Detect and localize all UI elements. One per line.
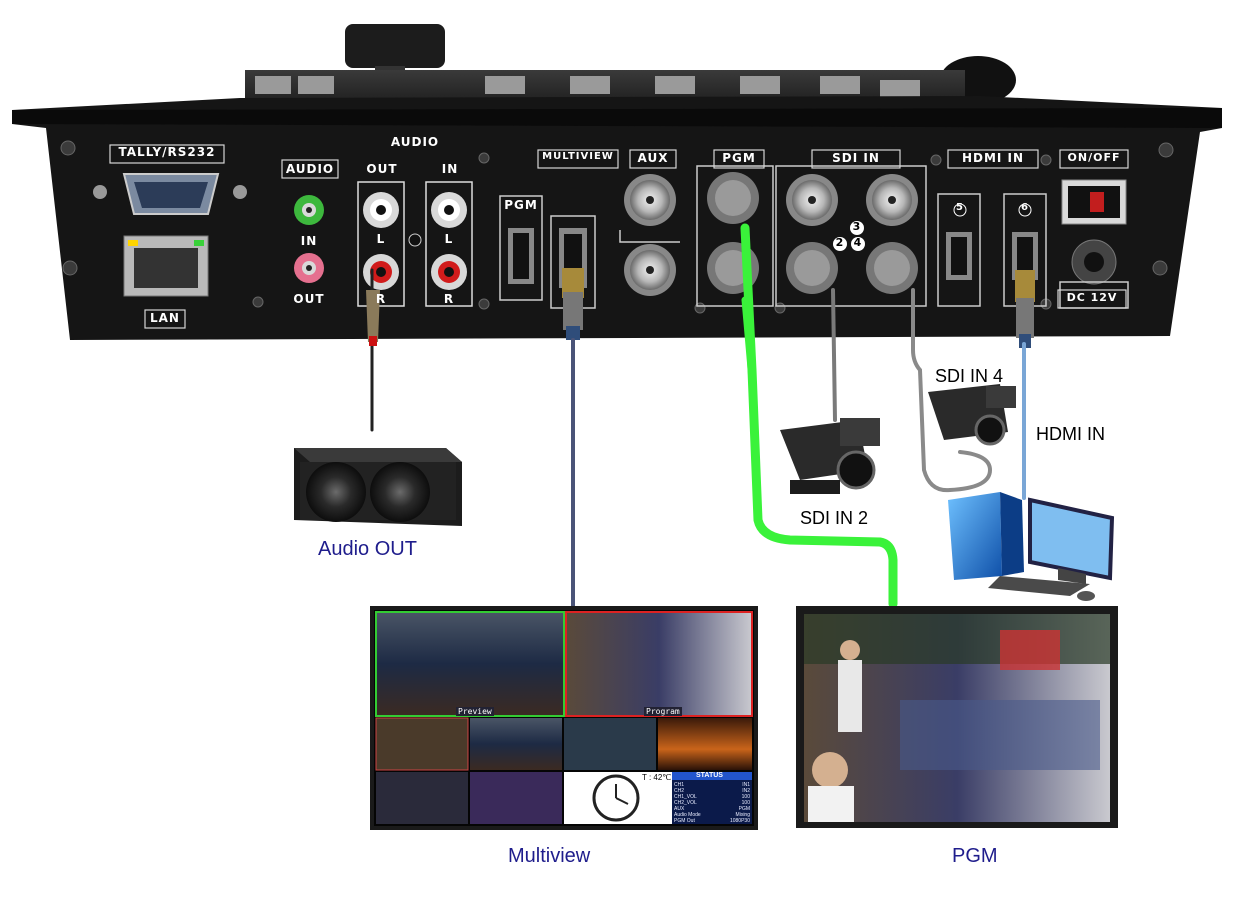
screws <box>60 140 1174 314</box>
status-row: Audio Mode Mixing <box>674 812 750 818</box>
computer <box>948 492 1115 601</box>
speaker <box>294 448 462 526</box>
channel-l2-label: L <box>444 232 454 246</box>
status-row: PGM Out 1080P30 <box>674 818 750 824</box>
preview-tag: Preview <box>456 707 494 716</box>
temperature-readout: T : 42℃ <box>642 773 672 782</box>
switcher-rear-panel <box>12 96 1222 340</box>
camera-sdi-2 <box>780 418 880 494</box>
sdi-in-ports <box>775 165 927 307</box>
sdi-num-3: 3 <box>852 220 862 233</box>
status-value: IN1 <box>742 782 750 788</box>
status-key: CH2 <box>674 788 685 794</box>
top-controls <box>245 24 1016 110</box>
audio-mic-jacks <box>294 195 324 283</box>
camera-sdi-4 <box>928 384 1016 446</box>
status-value: 100 <box>741 794 750 800</box>
pgm-hdmi-port <box>499 195 543 301</box>
channel-r1-label: R <box>375 292 387 306</box>
status-key: Audio Mode <box>674 812 701 818</box>
lan-label: LAN <box>150 311 180 325</box>
sdi-in-4-caption: SDI IN 4 <box>935 366 1004 386</box>
channel-l1-label: L <box>376 232 386 246</box>
multiview-caption: Multiview <box>508 845 591 867</box>
program-tag: Program <box>644 707 682 716</box>
status-row: CH2 IN2 <box>674 788 750 794</box>
sdi-num-2: 2 <box>835 236 845 249</box>
status-table: CH1 IN1 CH2 IN2 CH1_VOL 100 CH2_VOL 100 AUX P… <box>674 782 750 824</box>
lan-port <box>123 235 209 297</box>
multiview-hdmi-port <box>550 215 596 340</box>
status-row: CH1_VOL 100 <box>674 794 750 800</box>
cables <box>366 223 1026 610</box>
rca-in-label: IN <box>441 162 459 176</box>
multiview-monitor <box>370 606 758 830</box>
status-key: AUX <box>674 806 685 812</box>
tally-rs232-label: TALLY/RS232 <box>118 145 216 159</box>
audio-group-label: AUDIO <box>390 135 440 149</box>
audio-out-caption: Audio OUT <box>318 538 417 560</box>
status-value: PGM <box>738 806 750 812</box>
status-key: CH1 <box>674 782 685 788</box>
multiview-label: MULTIVIEW <box>542 151 614 162</box>
status-value: Mixing <box>735 812 750 818</box>
rca-out-label: OUT <box>366 162 398 176</box>
hdmi-in-caption: HDMI IN <box>1036 424 1105 444</box>
pgm-sdi-label: PGM <box>722 151 756 165</box>
status-key: CH1_VOL <box>674 794 697 800</box>
audio-mic-label: AUDIO <box>285 162 335 176</box>
channel-r2-label: R <box>443 292 455 306</box>
power-switch <box>1059 179 1129 309</box>
mic-in-label: IN <box>300 234 318 248</box>
on-off-label: ON/OFF <box>1067 151 1121 164</box>
hdmi-num-6: 6 <box>1021 202 1029 213</box>
hdmi-num-5: 5 <box>956 202 964 213</box>
status-row: CH1 IN1 <box>674 782 750 788</box>
status-row: CH2_VOL 100 <box>674 800 750 806</box>
pgm-hdmi-label: PGM <box>504 198 538 212</box>
status-key: PGM Out <box>674 818 695 824</box>
status-value: IN2 <box>742 788 750 794</box>
pgm-monitor <box>796 606 1118 828</box>
tally-rs232-port <box>93 173 247 215</box>
status-value: 100 <box>741 800 750 806</box>
hdmi-in-label: HDMI IN <box>961 151 1025 165</box>
sdi-num-4: 4 <box>853 236 863 249</box>
mic-out-label: OUT <box>293 292 325 306</box>
dc-12v-label: DC 12V <box>1066 291 1118 304</box>
sdi-in-2-caption: SDI IN 2 <box>800 508 869 528</box>
audio-rca-jacks <box>357 181 473 307</box>
status-key: CH2_VOL <box>674 800 697 806</box>
sdi-in-label: SDI IN <box>832 151 880 165</box>
label-frames <box>109 144 1129 329</box>
aux-bnc-ports <box>619 174 680 296</box>
status-title: STATUS <box>696 772 723 779</box>
pgm-caption: PGM <box>952 845 998 867</box>
status-value: 1080P30 <box>729 818 750 824</box>
aux-label: AUX <box>637 151 669 165</box>
status-row: AUX PGM <box>674 806 750 812</box>
hdmi-in-ports <box>937 193 1047 348</box>
